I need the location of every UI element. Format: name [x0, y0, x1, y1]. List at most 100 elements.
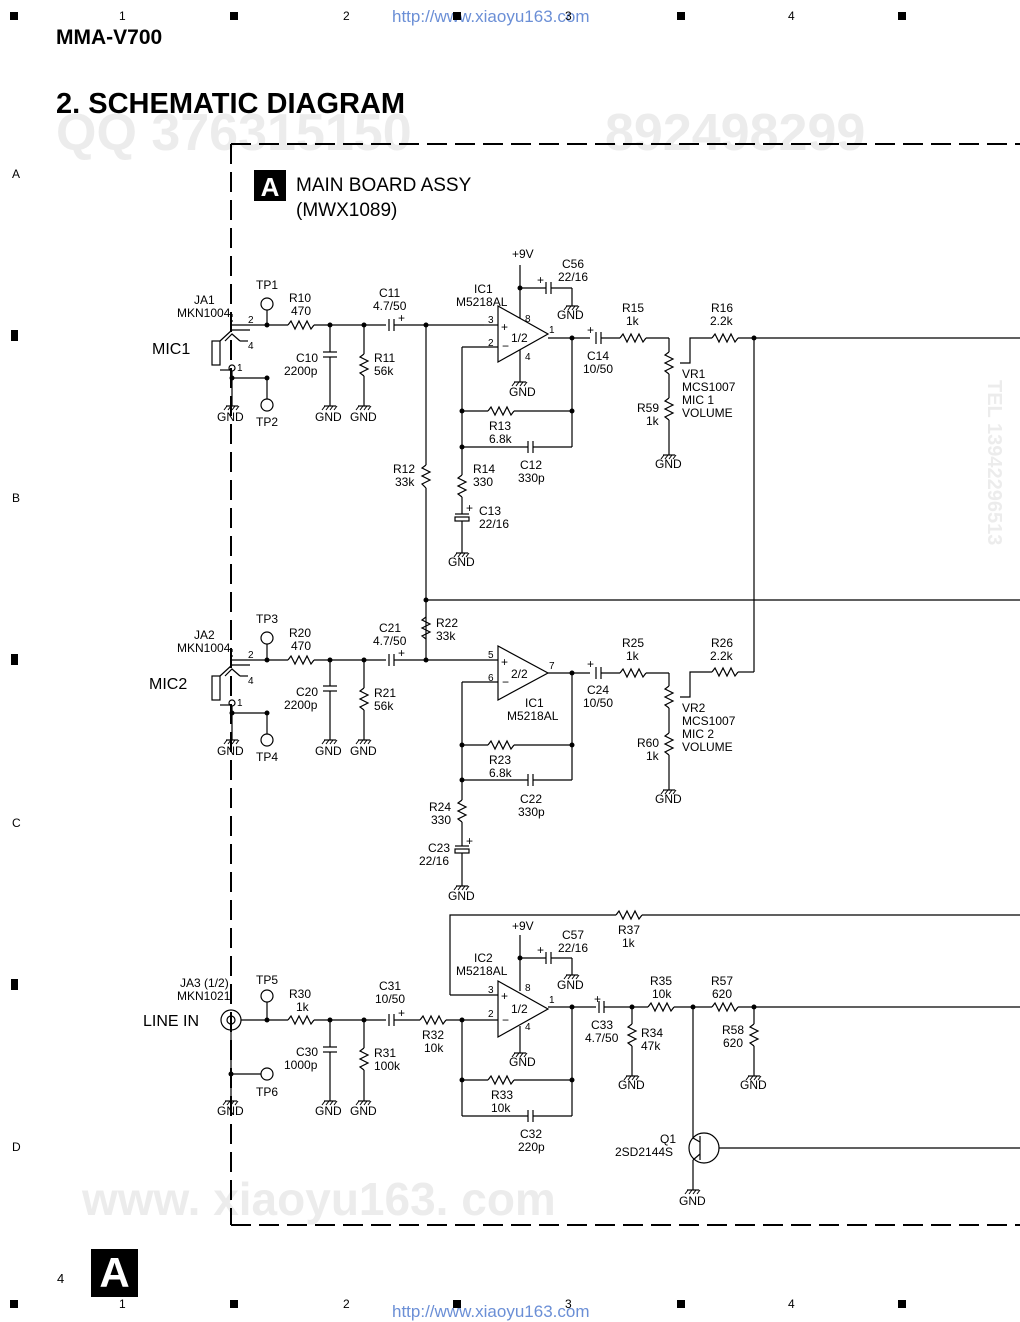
svg-text:+: +: [398, 1006, 405, 1020]
svg-text:−: −: [502, 339, 509, 353]
svg-text:R24: R24: [429, 800, 451, 814]
svg-text:GND: GND: [315, 410, 342, 424]
svg-text:+: +: [594, 992, 601, 1006]
svg-text:2.2k: 2.2k: [710, 649, 734, 663]
grid-marker: [898, 12, 906, 20]
svg-text:VOLUME: VOLUME: [682, 406, 733, 420]
svg-text:C20: C20: [296, 685, 318, 699]
svg-text:−: −: [502, 1013, 509, 1027]
svg-text:C57: C57: [562, 928, 584, 942]
svg-text:4: 4: [248, 676, 254, 687]
svg-text:R35: R35: [650, 974, 672, 988]
svg-text:GND: GND: [350, 1104, 377, 1118]
svg-text:−: −: [502, 675, 509, 689]
svg-text:GND: GND: [509, 1055, 536, 1069]
svg-text:MKN1004: MKN1004: [177, 641, 231, 655]
grid-marker: [453, 12, 461, 20]
grid-marker: [11, 330, 18, 341]
svg-text:GND: GND: [315, 744, 342, 758]
svg-text:2: 2: [248, 315, 254, 326]
svg-text:R20: R20: [289, 626, 311, 640]
svg-text:C12: C12: [520, 458, 542, 472]
svg-text:C32: C32: [520, 1127, 542, 1141]
svg-text:R57: R57: [711, 974, 733, 988]
board-name: MAIN BOARD ASSY: [296, 175, 472, 196]
svg-text:220p: 220p: [518, 1140, 545, 1154]
svg-text:1k: 1k: [626, 314, 640, 328]
svg-text:4: 4: [525, 1022, 531, 1033]
tp2-label: TP2: [256, 415, 278, 429]
page-number: 4: [57, 1271, 65, 1286]
watermark-qq: QQ 376315150: [56, 104, 412, 162]
svg-text:TP6: TP6: [256, 1085, 278, 1099]
grid-row-c: C: [12, 816, 21, 830]
svg-text:GND: GND: [509, 385, 536, 399]
svg-text:R33: R33: [491, 1088, 513, 1102]
svg-text:22/16: 22/16: [479, 517, 509, 531]
section-letter-badge: A: [91, 1249, 138, 1297]
svg-text:R26: R26: [711, 636, 733, 650]
svg-text:10k: 10k: [652, 987, 672, 1001]
svg-text:8: 8: [525, 314, 531, 325]
svg-text:2.2k: 2.2k: [710, 314, 734, 328]
svg-text:C11: C11: [379, 286, 400, 300]
grid-marker: [677, 1300, 685, 1308]
grid-marker: [453, 1300, 461, 1308]
svg-text:C21: C21: [379, 621, 401, 635]
grid-col-4: 4: [788, 9, 795, 23]
svg-text:R10: R10: [289, 291, 311, 305]
svg-text:1k: 1k: [622, 936, 636, 950]
grid-marker: [11, 654, 18, 665]
svg-text:+9V: +9V: [512, 919, 534, 933]
svg-text:GND: GND: [350, 744, 377, 758]
svg-text:4.7/50: 4.7/50: [373, 299, 407, 313]
svg-text:4.7/50: 4.7/50: [373, 634, 407, 648]
svg-text:IC2: IC2: [474, 951, 493, 965]
svg-text:M5218AL: M5218AL: [507, 709, 559, 723]
svg-text:470: 470: [291, 304, 311, 318]
svg-text:MKN1021: MKN1021: [177, 989, 231, 1003]
svg-text:IC1: IC1: [474, 282, 493, 296]
svg-text:GND: GND: [448, 889, 475, 903]
svg-text:4: 4: [525, 352, 531, 363]
svg-text:470: 470: [291, 639, 311, 653]
svg-text:1k: 1k: [646, 414, 660, 428]
svg-text:R30: R30: [289, 987, 311, 1001]
grid-col-1-bottom: 1: [119, 1297, 126, 1311]
svg-text:R25: R25: [622, 636, 644, 650]
watermark-tel: TEL 13942296513: [983, 380, 1005, 545]
svg-text:GND: GND: [217, 1104, 244, 1118]
svg-text:+: +: [398, 646, 405, 660]
svg-text:R15: R15: [622, 301, 644, 315]
svg-text:R16: R16: [711, 301, 733, 315]
svg-text:TP4: TP4: [256, 750, 278, 764]
svg-text:+: +: [587, 657, 594, 671]
watermark-url-top: http://www.xiaoyu163.com: [392, 7, 590, 26]
svg-text:10/50: 10/50: [583, 362, 613, 376]
svg-text:R34: R34: [641, 1026, 663, 1040]
grid-marker: [10, 12, 18, 20]
board-letter-box: [254, 170, 286, 201]
model-name: MMA-V700: [56, 26, 163, 49]
svg-text:22/16: 22/16: [558, 941, 588, 955]
board-part: (MWX1089): [296, 200, 397, 221]
svg-text:33k: 33k: [395, 475, 415, 489]
grid-marker: [10, 1300, 18, 1308]
grid-marker: [677, 12, 685, 20]
svg-text:2SD2144S: 2SD2144S: [615, 1145, 673, 1159]
ja1-ref: JA1: [194, 293, 215, 307]
grid-marker: [11, 979, 18, 990]
svg-text:56k: 56k: [374, 364, 394, 378]
svg-text:8: 8: [525, 983, 531, 994]
grid-marker: [230, 1300, 238, 1308]
svg-text:+: +: [537, 273, 544, 287]
svg-text:6.8k: 6.8k: [489, 766, 513, 780]
svg-text:JA3 (1/2): JA3 (1/2): [180, 976, 229, 990]
mic2-label: MIC2: [149, 676, 187, 693]
svg-text:47k: 47k: [641, 1039, 661, 1053]
page-title: 2. SCHEMATIC DIAGRAM: [56, 88, 406, 120]
svg-text:2: 2: [488, 338, 494, 349]
svg-text:330: 330: [473, 475, 493, 489]
svg-text:C23: C23: [428, 841, 450, 855]
svg-text:GND: GND: [217, 744, 244, 758]
